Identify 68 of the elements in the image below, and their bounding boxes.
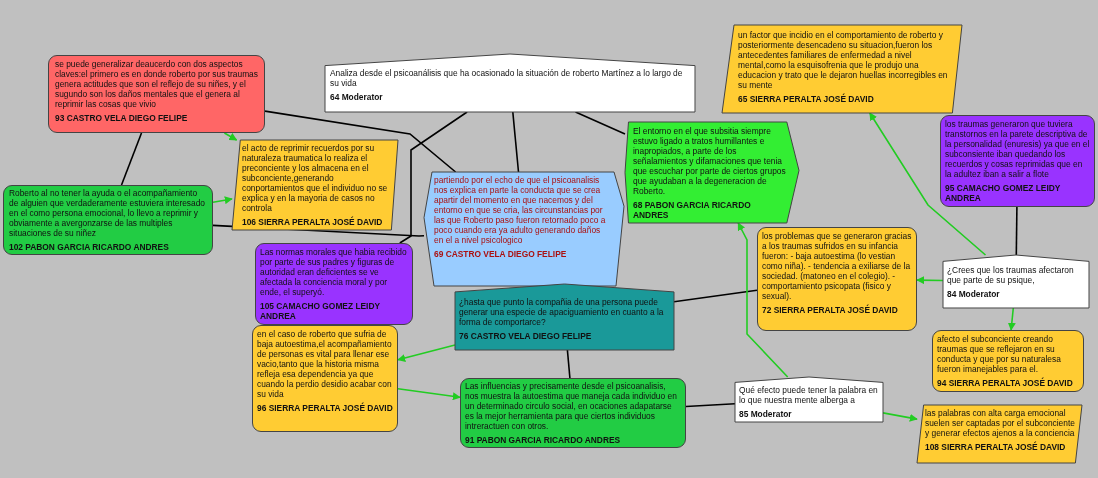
connector-line	[399, 111, 468, 244]
comment-card	[3, 185, 213, 255]
comment-text: Las influencias y precisamente desde el psicoanalisis, nos muestra la autoestima que maneja cada individuo en un determinado circulo social, en ocaciones adapatarse es la mejor herramienta para que ciertos individuos intreractuen con otros.	[465, 381, 678, 431]
connector-line	[120, 132, 143, 186]
comment-text: ¿Crees que los traumas afectaron que parte de su psique,	[947, 265, 1075, 285]
comment-text: los problemas que se generaron gracias a los traumas sufridos en su infancia fueron: - baja autoestima (lo vestian como niña). - tendencia a exiliarse de la sociedad. (matoneo en el colegio). -comportamiento psicopata (fisico y sexual).	[762, 231, 912, 301]
author-label: 105 CAMACHO GOMEZ LEIDY ANDREA	[260, 301, 381, 321]
comment-card	[460, 378, 686, 448]
author-label: 94 SIERRA PERALTA JOSÉ DAVID	[937, 378, 1074, 388]
comment-text: el acto de reprimir recuerdos por su naturaleza traumatica lo realiza el preconciente y los almacena en el subconciente,generando conportamientos que el individuo no se explica y en la mayoria de casos no controla	[242, 143, 389, 213]
arrow	[397, 387, 461, 401]
comment-card	[932, 330, 1084, 392]
question-box	[735, 377, 883, 422]
comment-card	[917, 405, 1082, 463]
author-label: 108 SIERRA PERALTA JOSÉ DAVID	[925, 442, 1067, 452]
question-box	[325, 54, 695, 112]
author-label: 64 Moderator	[330, 92, 384, 102]
arrow	[916, 276, 944, 285]
comment-card	[48, 55, 265, 133]
comment-text: Roberto al no tener la ayuda o el acompañamiento de alguien que verdaderamente estuviera interesado en el como persona emocional, lo llevo a reprimir y obviamente a avergonzarse de las multiples situaciones de su niñez	[9, 188, 206, 238]
comment-card	[625, 122, 799, 223]
connector-line	[512, 111, 520, 173]
comment-card	[940, 115, 1095, 207]
comment-text: Qué efecto puede tener la palabra en lo que nuestra mente alberga a	[739, 385, 879, 405]
author-label: 106 SIERRA PERALTA JOSÉ DAVID	[242, 217, 384, 227]
connector-line	[673, 289, 758, 303]
arrow	[882, 412, 918, 422]
author-label: 69 CASTRO VELA DIEGO FELIPE	[434, 249, 568, 259]
comment-text: ¿hasta que punto la compañia de una persona puede generar una especie de apaciguamiento en cuanto a la forma de comportarce?	[459, 297, 665, 327]
comment-card	[255, 243, 413, 325]
comment-text: en el caso de roberto que sufria de baja autoestima,el acompañamiento de personas es vital para llenar ese vacio,tanto que la historia misma refleja esa dependencia ya que cuando la perdio desidio acabar con su vida	[257, 329, 393, 399]
comment-card	[722, 25, 962, 113]
comment-text: un factor que incidio en el comportamiento de roberto y posteriormente desencadeno su situacion,fueron los antecedentes familiares de enfermedad a nivel mental,como la esquisofrenia que le produjo una educacion y trato que le dejaron huellas incorregibles en su mente	[738, 30, 949, 90]
comment-card	[252, 325, 398, 432]
arrow	[869, 112, 987, 256]
arrow	[223, 132, 238, 141]
comment-text: afecto el subconciente creando traumas que se reflejaron en su conducta y que por su naturalesa fueron imanejables para el.	[937, 334, 1062, 374]
connector-line	[264, 110, 457, 173]
author-label: 93 CASTRO VELA DIEGO FELIPE	[55, 113, 189, 123]
comment-text: partiendo por el echo de que el psicoanalisis nos explica en parte la conducta que se crea apartir del momento en que nacemos y del entorno en que se cria, las circunstancias por las que Roberto paso fueron retornado poco a poco cuando era ya adulto generando daños en el a nivel psicologico	[434, 175, 607, 245]
connector-line	[1015, 206, 1018, 256]
arrow	[1007, 307, 1016, 331]
comment-card	[424, 172, 624, 286]
author-label: 95 CAMACHO GOMEZ LEIDY ANDREA	[945, 183, 1062, 203]
author-label: 84 Moderator	[947, 289, 1001, 299]
question-box	[943, 255, 1089, 308]
comment-card	[232, 140, 398, 230]
arrow	[737, 222, 789, 378]
comment-text: Analiza desde el psicoanálisis que ha ocasionado la situación de roberto Martínez a lo largo de su vida	[330, 68, 684, 88]
author-label: 65 SIERRA PERALTA JOSÉ DAVID	[738, 94, 875, 104]
question-box	[455, 284, 674, 350]
author-label: 68 PABON GARCIA RICARDO ANDRES	[633, 200, 752, 220]
connector-line	[685, 402, 736, 408]
connector-line	[566, 349, 571, 379]
arrow	[212, 196, 233, 205]
comment-text: Las normas morales que habia recibido por parte de sus padres y figuras de autoridad eran deficientes se ve afectada la conciencia moral y por ende, el superyó.	[260, 247, 408, 297]
comment-text: se puede generalizar deaucerdo con dos aspectos claves:el primero es en donde roberto por sus traumas genera actitudes que son el reflejo de su niñes, y el sugundo son los daños mentales que el genera al reprimir las cosas que vivio	[55, 59, 258, 109]
comment-text: las palabras con alta carga emocional suelen ser captadas por el subconciente y generar efectos ajenos a la conciencia	[925, 408, 1076, 438]
comment-card	[757, 227, 917, 331]
author-label: 102 PABON GARCIA RICARDO ANDRES	[9, 242, 170, 252]
author-label: 72 SIERRA PERALTA JOSÉ DAVID	[762, 305, 899, 315]
author-label: 96 SIERRA PERALTA JOSÉ DAVID	[257, 403, 393, 413]
author-label: 85 Moderator	[739, 409, 793, 419]
arrow	[397, 344, 456, 362]
author-label: 91 PABON GARCIA RICARDO ANDRES	[465, 435, 622, 445]
comment-text: los traumas generaron que tuviera transtornos en la parete descriptiva de la personalidad (enuresis) ya que en el subconsiente iban quedando los recuerdos y cosas reprimidas que en la adultez iban a salir a flote	[945, 119, 1090, 179]
comment-text: El entorno en el que subsitia siempre estuvo ligado a tratos humillantes e inapropiados, a parte de los señalamientos y difamaciones que tenia que escuchar por parte de ciertos grupos que ayudaban a la degeneracion de Roberto.	[633, 126, 787, 196]
author-label: 76 CASTRO VELA DIEGO FELIPE	[459, 331, 593, 341]
